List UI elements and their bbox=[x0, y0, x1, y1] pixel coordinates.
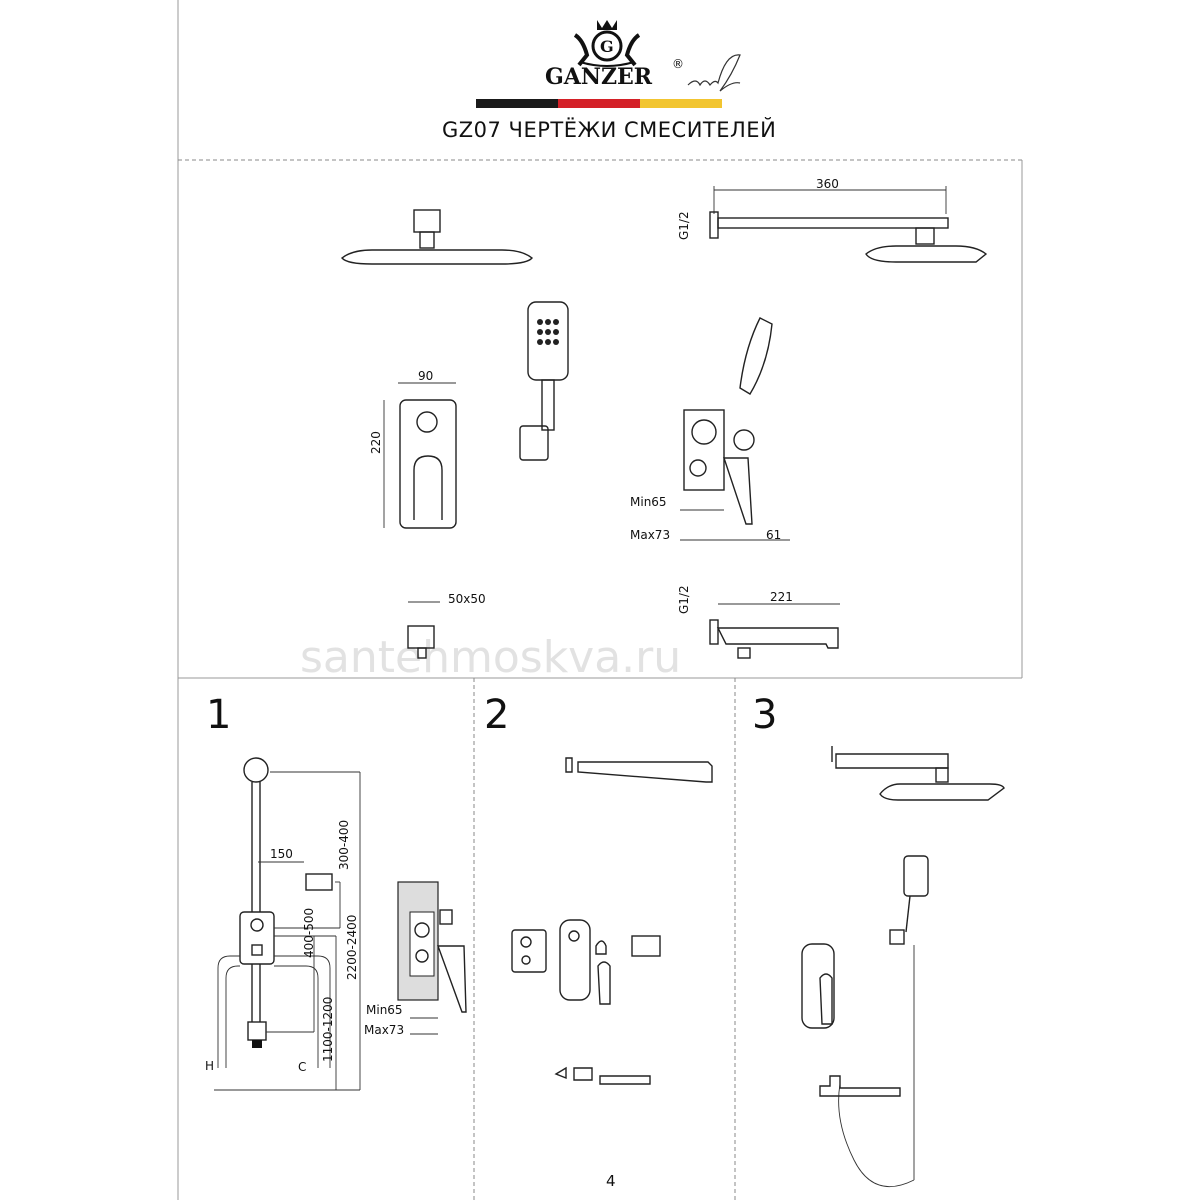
shower-arm-side bbox=[709, 186, 988, 263]
dim-spout-thread: G1/2 bbox=[677, 585, 691, 614]
dim-depth-max-1: Max73 bbox=[364, 1023, 404, 1037]
mixer-side-view bbox=[680, 317, 790, 541]
dim-handle-projection: 61 bbox=[766, 528, 781, 542]
dim-depth-min: Min65 bbox=[630, 495, 667, 509]
ganzer-logo: G bbox=[573, 20, 641, 67]
panel-number-2: 2 bbox=[484, 692, 509, 738]
installation-diagram bbox=[214, 757, 467, 1091]
dim-total-height: 2200-2400 bbox=[345, 915, 359, 980]
hand-shower-front bbox=[519, 301, 569, 461]
dim-arm-length: 360 bbox=[816, 177, 839, 191]
flag-black bbox=[476, 99, 558, 108]
dim-arm-thread: G1/2 bbox=[677, 211, 691, 240]
exploded-kit-view bbox=[511, 757, 713, 1085]
dim-outlet-size: 50x50 bbox=[448, 592, 486, 606]
brand-name: GANZER bbox=[545, 64, 653, 90]
dim-holder-height: 300-400 bbox=[337, 820, 351, 870]
assembled-kit-view bbox=[801, 746, 1005, 1188]
bath-spout-side bbox=[709, 603, 840, 659]
flag-red bbox=[558, 99, 640, 108]
flag-yellow bbox=[640, 99, 722, 108]
dim-mixer-width: 90 bbox=[418, 369, 433, 383]
page-number: 4 bbox=[606, 1172, 616, 1190]
svg-text:G: G bbox=[600, 37, 614, 56]
dim-mixer-height: 220 bbox=[369, 431, 383, 454]
panel-number-1: 1 bbox=[206, 692, 231, 738]
page-title: GZ07 ЧЕРТЁЖИ СМЕСИТЕЛЕЙ bbox=[442, 117, 776, 142]
watermark: santehmoskva.ru bbox=[300, 632, 681, 683]
wall-outlet bbox=[407, 601, 440, 659]
dim-depth-max: Max73 bbox=[630, 528, 670, 542]
signature-mark bbox=[687, 54, 741, 92]
dim-outlet-height: 1100-1200 bbox=[321, 997, 335, 1062]
dim-offset: 150 bbox=[270, 847, 293, 861]
dim-spout-length: 221 bbox=[770, 590, 793, 604]
overhead-shower-front bbox=[341, 209, 533, 265]
crown-icon bbox=[597, 20, 617, 30]
hot-water-label: H bbox=[205, 1059, 214, 1073]
mixer-front-view bbox=[383, 382, 457, 529]
dim-depth-min-1: Min65 bbox=[366, 1003, 403, 1017]
cold-water-label: C bbox=[298, 1060, 306, 1074]
dim-mixer-height-range: 400-500 bbox=[302, 908, 316, 958]
panel-number-3: 3 bbox=[752, 692, 777, 738]
registered-mark: ® bbox=[672, 57, 684, 71]
